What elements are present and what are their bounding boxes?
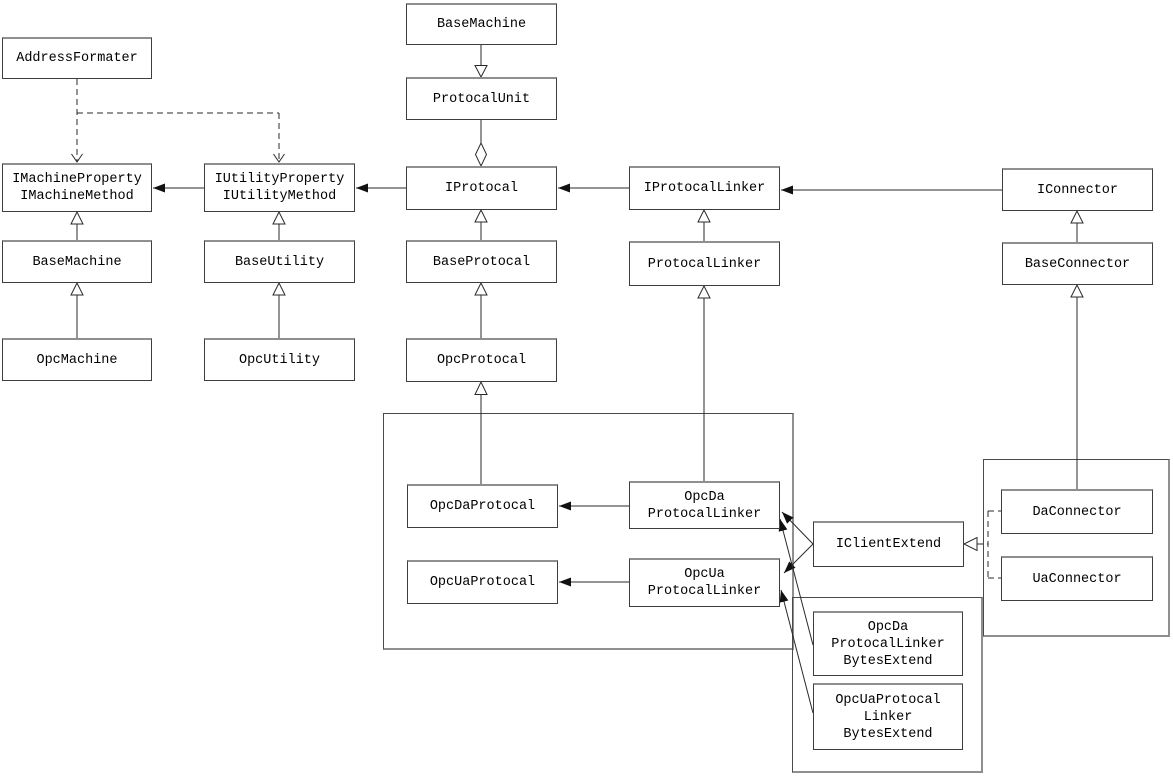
class-box-base-machine-left: BaseMachine [2,240,152,283]
class-box-protocal-linker: ProtocalLinker [629,241,780,286]
class-box-opc-machine: OpcMachine [2,338,152,381]
class-box-base-connector: BaseConnector [1002,242,1153,285]
class-box-opc-da-protocal: OpcDaProtocal [407,484,558,528]
connector-group-container [983,459,1170,637]
class-box-ua-connector: UaConnector [1001,556,1153,601]
aggregation-diamond [474,120,488,168]
class-box-base-machine-top: BaseMachine [406,3,557,45]
class-box-opc-protocal: OpcProtocal [406,338,557,382]
class-box-iclient-extend: IClientExtend [813,521,964,567]
class-box-opc-ua-protocal-linker: OpcUa ProtocalLinker [629,558,780,607]
class-box-opc-ua-protocal-linker-bytes-extend: OpcUaProtocal Linker BytesExtend [813,683,963,750]
class-box-iutility-property-method: IUtilityProperty IUtilityMethod [204,163,355,212]
class-box-imachine-property-method: IMachineProperty IMachineMethod [2,163,152,212]
class-box-opc-da-protocal-linker: OpcDa ProtocalLinker [629,481,780,529]
class-box-opc-da-protocal-linker-bytes-extend: OpcDa ProtocalLinker BytesExtend [813,611,963,676]
class-box-base-protocal: BaseProtocal [406,240,557,283]
class-box-base-utility: BaseUtility [204,240,355,283]
class-box-protocal-unit: ProtocalUnit [406,77,557,120]
class-box-iprotocal-linker: IProtocalLinker [629,166,780,210]
class-box-da-connector: DaConnector [1001,489,1153,534]
class-box-opc-ua-protocal: OpcUaProtocal [407,560,558,604]
class-box-address-formater: AddressFormater [2,37,152,79]
opc-protocol-group-container [383,413,794,650]
class-box-opc-utility: OpcUtility [204,338,355,381]
dependency-addressformater-lines [71,79,285,163]
class-box-iconnector: IConnector [1002,168,1153,211]
class-box-iprotocal: IProtocal [406,166,557,210]
